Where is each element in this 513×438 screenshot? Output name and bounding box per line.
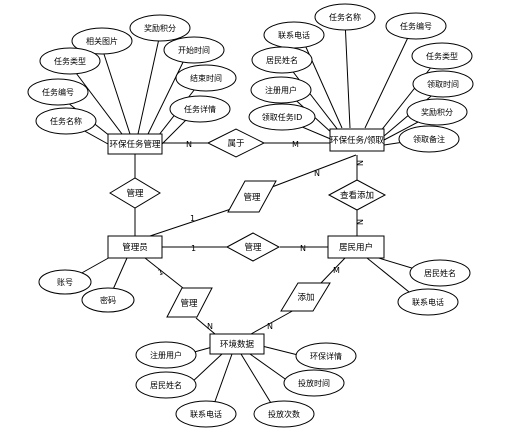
svg-text:环保详情: 环保详情 — [310, 351, 342, 361]
attr-claim-task-number: 任务编号 — [385, 12, 447, 40]
svg-text:环保任务/领取: 环保任务/领取 — [330, 135, 384, 146]
attr-resident-name: 居民姓名 — [409, 259, 471, 287]
relation-manage-data: 管理 — [166, 287, 213, 318]
svg-text:任务名称: 任务名称 — [50, 116, 82, 126]
svg-text:注册用户: 注册用户 — [265, 85, 297, 95]
attr-admin-account: 账号 — [38, 269, 92, 295]
svg-text:管理: 管理 — [243, 192, 261, 203]
svg-text:查看添加: 查看添加 — [340, 190, 374, 201]
attr-data-release-time: 投放时间 — [283, 369, 345, 397]
card-data-add-n: N — [267, 322, 273, 331]
svg-text:奖励积分: 奖励积分 — [144, 23, 176, 33]
svg-text:账号: 账号 — [57, 278, 73, 287]
svg-text:居民姓名: 居民姓名 — [266, 55, 298, 65]
card-data-left-n: N — [207, 322, 213, 331]
relation-manage-resident: 管理 — [225, 232, 281, 262]
svg-text:居民用户: 居民用户 — [339, 242, 373, 253]
svg-text:投放时间: 投放时间 — [298, 378, 330, 388]
svg-text:任务编号: 任务编号 — [400, 21, 432, 31]
card-admin-claim-1: 1 — [190, 214, 195, 223]
attr-claim-registered-user: 注册用户 — [250, 76, 312, 104]
attr-task-type: 任务类型 — [39, 47, 101, 75]
attr-data-registered-user: 注册用户 — [135, 341, 197, 369]
relation-manage-task: 管理 — [109, 177, 161, 209]
svg-text:联系电话: 联系电话 — [190, 409, 222, 419]
svg-text:管理: 管理 — [180, 298, 198, 309]
attr-claim-reward-points: 奖励积分 — [406, 98, 468, 126]
svg-text:结束时间: 结束时间 — [190, 73, 222, 83]
card-belongs-m: M — [292, 140, 299, 149]
svg-text:注册用户: 注册用户 — [150, 350, 182, 360]
svg-text:联系电话: 联系电话 — [278, 30, 310, 40]
card-resident-view-n: N — [355, 219, 364, 225]
svg-text:联系电话: 联系电话 — [412, 297, 444, 307]
svg-text:添加: 添加 — [297, 292, 314, 303]
attr-data-detail: 环保详情 — [295, 342, 357, 370]
relation-manage-claim: 管理 — [227, 180, 277, 213]
attr-resident-phone: 联系电话 — [397, 288, 459, 316]
attr-data-resident-name: 居民姓名 — [135, 371, 197, 399]
svg-text:相关图片: 相关图片 — [86, 36, 118, 46]
card-resident-n: N — [300, 244, 306, 253]
svg-text:环保任务管理: 环保任务管理 — [109, 139, 161, 150]
attr-start-time: 开始时间 — [163, 36, 225, 64]
attr-admin-password: 密码 — [81, 287, 135, 313]
relation-add-data: 添加 — [280, 282, 331, 312]
card-claim-manage-n: N — [314, 169, 320, 178]
svg-text:开始时间: 开始时间 — [178, 45, 210, 55]
relation-belongs: 属于 — [206, 128, 266, 158]
svg-text:居民姓名: 居民姓名 — [424, 268, 456, 278]
svg-text:任务类型: 任务类型 — [54, 56, 86, 66]
entity-admin: 管理员 — [107, 235, 163, 259]
svg-text:领取备注: 领取备注 — [413, 134, 445, 144]
svg-text:投放次数: 投放次数 — [268, 409, 300, 419]
svg-text:密码: 密码 — [100, 295, 116, 305]
svg-text:管理: 管理 — [244, 242, 262, 253]
svg-text:领取时间: 领取时间 — [427, 79, 459, 89]
attr-claim-task-type: 任务类型 — [411, 42, 473, 70]
svg-text:任务类型: 任务类型 — [426, 51, 458, 61]
svg-text:任务详情: 任务详情 — [184, 104, 216, 114]
attr-related-image: 相关图片 — [71, 27, 133, 55]
attr-claim-resident-name: 居民姓名 — [251, 46, 313, 74]
svg-text:居民姓名: 居民姓名 — [150, 380, 182, 390]
attr-claim-time: 领取时间 — [412, 70, 474, 98]
card-resident-add-m: M — [333, 266, 340, 275]
attr-reward-points: 奖励积分 — [129, 14, 191, 42]
attr-data-release-count: 投放次数 — [253, 400, 315, 428]
entity-task-claim: 环保任务/领取 — [329, 128, 385, 152]
svg-text:任务名称: 任务名称 — [329, 12, 361, 22]
attr-task-name: 任务名称 — [35, 107, 97, 135]
attr-data-phone: 联系电话 — [175, 400, 237, 428]
card-claim-view-n: N — [355, 160, 364, 166]
relation-view-add: 查看添加 — [327, 179, 387, 211]
attr-claim-task-id: 领取任务ID — [248, 103, 316, 131]
svg-text:环境数据: 环境数据 — [220, 339, 255, 350]
entity-environment-data: 环境数据 — [209, 333, 265, 355]
svg-text:管理: 管理 — [126, 188, 144, 199]
svg-text:属于: 属于 — [227, 139, 245, 149]
entity-resident: 居民用户 — [327, 235, 385, 259]
attr-end-time: 结束时间 — [175, 64, 237, 92]
attr-task-number: 任务编号 — [27, 78, 89, 106]
svg-text:管理员: 管理员 — [122, 242, 148, 253]
svg-text:奖励积分: 奖励积分 — [421, 107, 453, 117]
attr-task-detail: 任务详情 — [169, 95, 231, 123]
attr-claim-phone: 联系电话 — [263, 21, 325, 49]
entity-task-management: 环保任务管理 — [107, 133, 163, 155]
attr-claim-note: 领取备注 — [398, 125, 460, 153]
attr-claim-task-name: 任务名称 — [314, 3, 376, 31]
card-admin-resident-1: 1 — [191, 244, 196, 253]
card-admin-data-1: 1 — [157, 267, 165, 277]
svg-text:任务编号: 任务编号 — [42, 87, 74, 97]
svg-text:领取任务ID: 领取任务ID — [262, 112, 303, 122]
card-belongs-n: N — [186, 140, 192, 149]
